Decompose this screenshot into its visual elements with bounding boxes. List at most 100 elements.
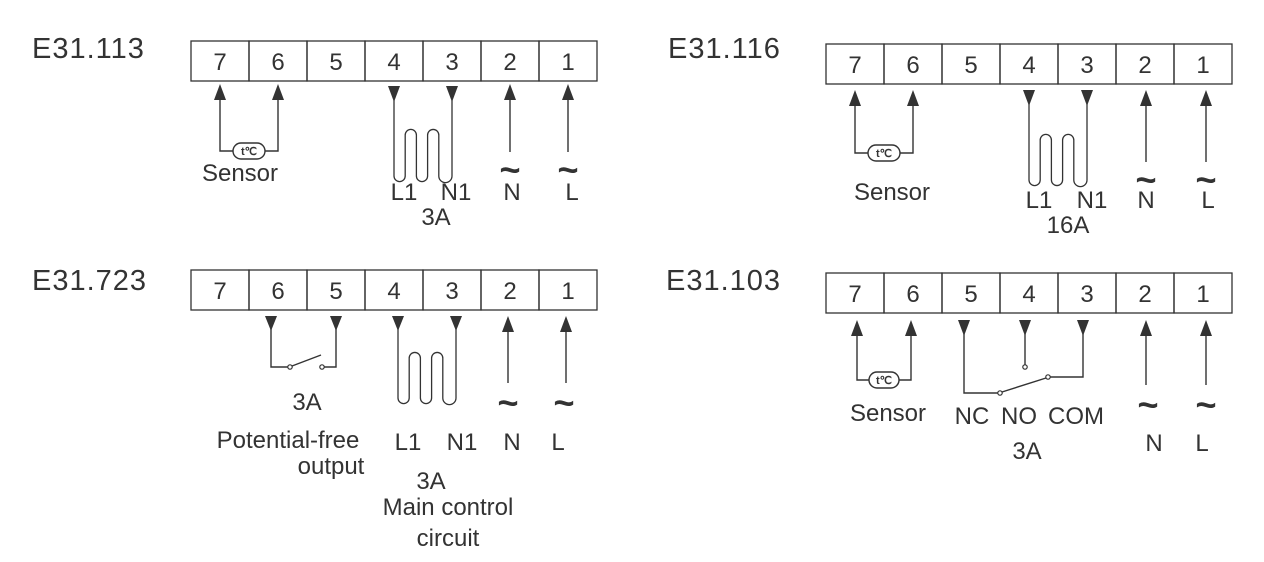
terminal-2: 2 <box>503 278 516 305</box>
arrow-up-icon <box>1140 320 1152 336</box>
nc-label: NC <box>955 403 990 430</box>
heater-load: L1 N1 3A Main control circuit <box>383 316 513 552</box>
ac-symbol-icon: ~ <box>1135 159 1156 200</box>
ac-symbol-icon: ~ <box>1195 159 1216 200</box>
terminal-block: 7 6 5 4 3 2 1 <box>825 43 1233 85</box>
terminal-6: 6 <box>906 281 919 308</box>
line-label: L <box>565 179 578 206</box>
arrow-down-icon <box>450 316 462 331</box>
heater-load: L1 N1 3A <box>388 86 471 231</box>
arrow-down-icon <box>330 316 342 331</box>
arrow-up-icon <box>502 316 514 332</box>
circuit-label: circuit <box>417 525 480 552</box>
arrow-up-icon <box>1200 90 1212 106</box>
heater-rating: 16A <box>1047 212 1090 239</box>
ac-symbol-icon: ~ <box>557 149 578 190</box>
panel-e31-723: E31.723 7 6 5 4 3 2 1 3A Potentia <box>32 265 598 552</box>
no-label: NO <box>1001 403 1037 430</box>
arrow-up-icon <box>1140 90 1152 106</box>
terminal-2: 2 <box>1138 52 1151 79</box>
power-supply: ~ N ~ L <box>1135 90 1217 214</box>
terminal-5: 5 <box>329 278 342 305</box>
arrow-up-icon <box>907 90 919 106</box>
arrow-up-icon <box>851 320 863 336</box>
terminal-7: 7 <box>213 49 226 76</box>
terminal-block: 7 6 5 4 3 2 1 <box>190 269 598 311</box>
terminal-3: 3 <box>445 49 458 76</box>
terminal-7: 7 <box>213 278 226 305</box>
terminal-3: 3 <box>1080 281 1093 308</box>
terminal-5: 5 <box>964 52 977 79</box>
arrow-up-icon <box>272 84 284 100</box>
model-label: E31.103 <box>666 265 781 297</box>
ac-symbol-icon: ~ <box>499 149 520 190</box>
thermistor-icon <box>868 371 900 389</box>
terminal-block: 7 6 5 4 3 2 1 <box>825 272 1233 314</box>
neutral-label: N <box>503 179 520 206</box>
power-supply: ~ N ~ L <box>499 84 579 206</box>
ac-symbol-icon: ~ <box>1137 384 1158 425</box>
terminal-7: 7 <box>848 281 861 308</box>
arrow-up-icon <box>849 90 861 106</box>
panel-e31-116: E31.116 7 6 5 4 3 2 1 t℃ Sensor <box>668 33 1233 239</box>
arrow-up-icon <box>560 316 572 332</box>
arrow-up-icon <box>562 84 574 100</box>
terminal-5: 5 <box>964 281 977 308</box>
potential-free-label: Potential-free <box>217 427 360 454</box>
terminal-5: 5 <box>329 49 342 76</box>
arrow-down-icon <box>1019 320 1031 336</box>
arrow-down-icon <box>1081 90 1093 106</box>
heater-rating: 3A <box>421 204 450 231</box>
neutral-label: N <box>503 429 520 456</box>
heater-coil-icon <box>397 329 457 406</box>
terminal-block: 7 6 5 4 3 2 1 <box>190 40 598 82</box>
thermistor-symbol: t℃ <box>876 375 892 387</box>
arrow-up-icon <box>214 84 226 100</box>
arrow-down-icon <box>1077 320 1089 336</box>
sensor-label: Sensor <box>854 179 930 206</box>
neutral-label: N <box>1137 187 1154 214</box>
arrow-down-icon <box>1023 90 1035 106</box>
terminal-6: 6 <box>906 52 919 79</box>
terminal-4: 4 <box>1022 52 1035 79</box>
arrow-up-icon <box>1200 320 1212 336</box>
l1-label: L1 <box>395 429 422 456</box>
terminal-7: 7 <box>848 52 861 79</box>
relay-rating: 3A <box>1012 438 1041 465</box>
line-label: L <box>1195 430 1208 457</box>
ac-symbol-icon: ~ <box>553 382 574 423</box>
n1-label: N1 <box>447 429 478 456</box>
sensor-label: Sensor <box>850 400 926 427</box>
terminal-1: 1 <box>561 49 574 76</box>
neutral-label: N <box>1145 430 1162 457</box>
line-label: L <box>551 429 564 456</box>
thermistor-icon <box>232 142 266 160</box>
switch-rating: 3A <box>292 389 321 416</box>
arrow-down-icon <box>388 86 400 102</box>
heater-coil-icon <box>393 100 453 184</box>
thermistor-icon <box>867 144 901 162</box>
arrow-down-icon <box>392 316 404 331</box>
terminal-4: 4 <box>1022 281 1035 308</box>
terminal-1: 1 <box>561 278 574 305</box>
ac-symbol-icon: ~ <box>497 382 518 423</box>
terminal-3: 3 <box>445 278 458 305</box>
terminal-4: 4 <box>387 49 400 76</box>
terminal-1: 1 <box>1196 281 1209 308</box>
arrow-down-icon <box>265 316 277 331</box>
model-label: E31.723 <box>32 265 147 297</box>
terminal-6: 6 <box>271 49 284 76</box>
n1-label: N1 <box>1077 187 1108 214</box>
arrow-down-icon <box>958 320 970 336</box>
sensor-circuit: t℃ Sensor <box>849 90 930 206</box>
sensor-circuit: t℃ Sensor <box>202 84 284 187</box>
relay-contact-icon <box>1001 377 1047 393</box>
n1-label: N1 <box>441 179 472 206</box>
terminal-1: 1 <box>1196 52 1209 79</box>
l1-label: L1 <box>1026 187 1053 214</box>
terminal-3: 3 <box>1080 52 1093 79</box>
ac-symbol-icon: ~ <box>1195 384 1216 425</box>
relay-contacts: NC NO COM 3A <box>955 320 1104 465</box>
terminal-6: 6 <box>271 278 284 305</box>
